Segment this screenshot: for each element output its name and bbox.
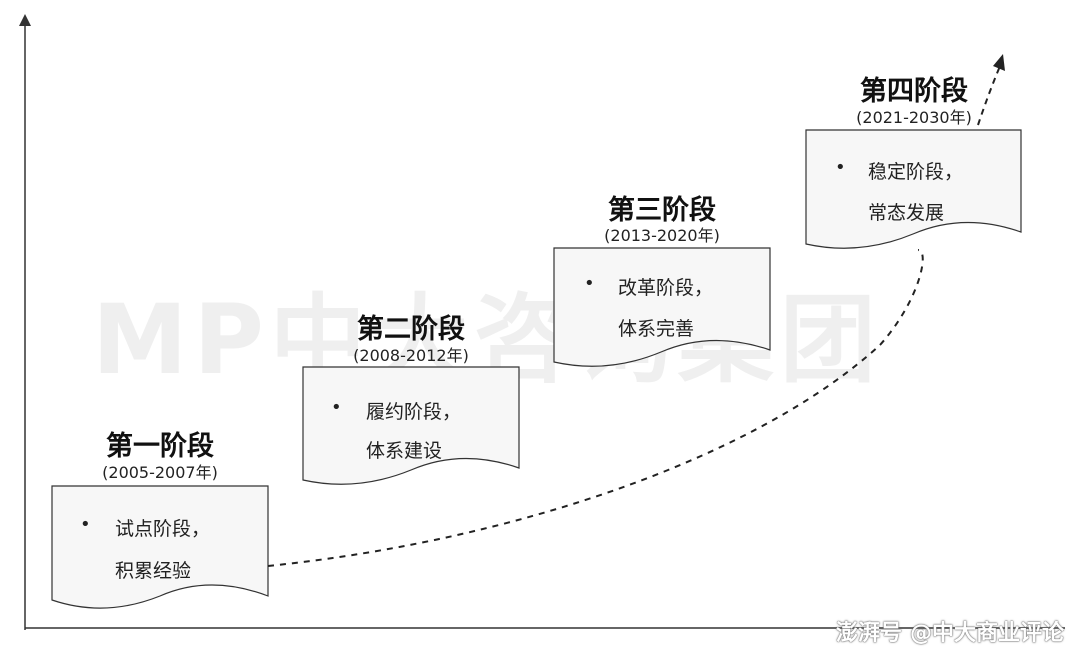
- stage-2-line-2: 体系建设: [366, 440, 443, 462]
- stage-2-title: 第二阶段: [357, 314, 465, 345]
- stage-3-bullet: •: [584, 273, 595, 294]
- stage-1-line-1: 试点阶段，: [115, 518, 211, 540]
- stage-1-title: 第一阶段: [106, 431, 214, 462]
- brand-label: 澎湃号: [835, 621, 902, 646]
- stage-2-bullet: •: [331, 397, 342, 418]
- stage-1-line-2: 积累经验: [115, 560, 192, 582]
- future-arrow-dashed: [977, 65, 1001, 126]
- stage-box-2: [302, 366, 520, 485]
- y-axis-arrow-icon: [19, 14, 31, 26]
- stage-3-line-2: 体系完善: [618, 318, 695, 340]
- stage-4-period: (2021-2030年): [856, 108, 972, 127]
- stage-box-4: [805, 129, 1022, 249]
- stage-1-bullet: •: [80, 514, 91, 535]
- stage-4-line-1: 稳定阶段，: [868, 161, 964, 183]
- future-arrow-head-icon: [993, 54, 1005, 71]
- stage-3-line-1: 改革阶段，: [618, 277, 714, 299]
- stage-4-title: 第四阶段: [860, 76, 968, 107]
- stage-2-period: (2008-2012年): [353, 346, 469, 365]
- growth-curve-dashed: [267, 249, 924, 567]
- stage-4-line-2: 常态发展: [868, 202, 945, 224]
- source-watermark: 澎湃号 @中大商业评论: [828, 615, 1064, 647]
- stage-4-bullet: •: [835, 157, 846, 178]
- stage-3-period: (2013-2020年): [604, 226, 720, 245]
- stage-1-period: (2005-2007年): [102, 463, 218, 482]
- stage-3-title: 第三阶段: [608, 195, 716, 226]
- stage-box-1: [51, 485, 269, 609]
- source-label: @中大商业评论: [909, 621, 1064, 646]
- stage-box-3: [553, 247, 771, 367]
- stage-2-line-1: 履约阶段，: [366, 401, 462, 423]
